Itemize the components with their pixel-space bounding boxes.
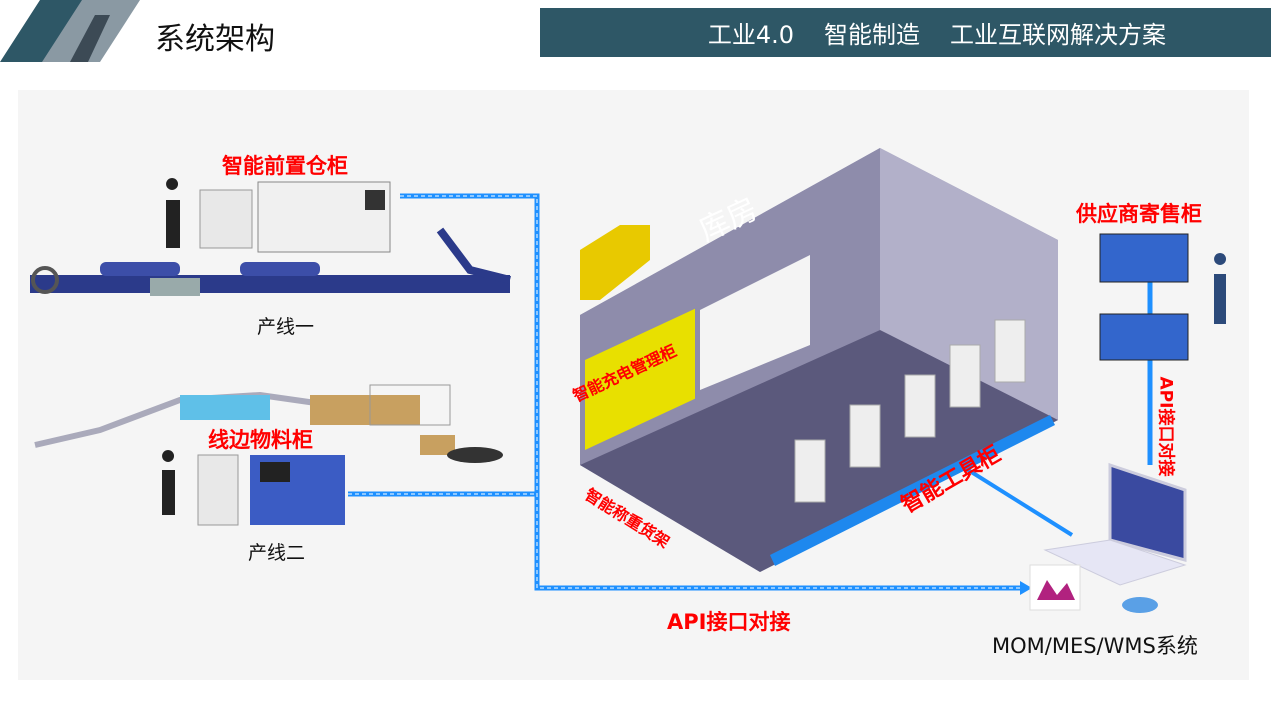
warehouse-system-link	[963, 466, 1074, 537]
header-banner: 工业4.0 智能制造 工业互联网解决方案	[540, 8, 1271, 57]
header-tag: 工业4.0	[707, 21, 794, 49]
api-bottom-label: API接口对接	[667, 610, 791, 634]
production-line-1	[30, 227, 511, 296]
header-tag: 工业互联网解决方案	[950, 21, 1166, 49]
arrow-icon	[1020, 581, 1032, 595]
api-vertical-label: API接口对接	[1155, 376, 1176, 477]
building-image-shadow	[70, 15, 110, 62]
worker-icon	[166, 178, 180, 248]
front-warehouse-label: 智能前置仓柜	[222, 154, 348, 178]
supplier-cabinet-label: 供应商寄售柜	[1076, 202, 1202, 226]
lineside-cabinet-label: 线边物料柜	[208, 428, 313, 452]
front-warehouse-cabinet	[166, 178, 391, 253]
warehouse-illustration	[580, 148, 1058, 572]
production-line-2	[34, 384, 503, 463]
line1-label: 产线一	[257, 316, 315, 338]
system-label: MOM/MES/WMS系统	[992, 634, 1198, 658]
lineside-material-cabinet	[162, 450, 345, 526]
line2-label: 产线二	[248, 542, 306, 564]
laptop-system-icon	[1029, 462, 1187, 613]
worker-icon	[162, 450, 175, 515]
page-title: 系统架构	[155, 22, 275, 57]
supplier-consignment-cabinets	[1099, 233, 1227, 361]
header-tag: 智能制造	[824, 21, 920, 49]
person-icon	[1214, 253, 1227, 324]
